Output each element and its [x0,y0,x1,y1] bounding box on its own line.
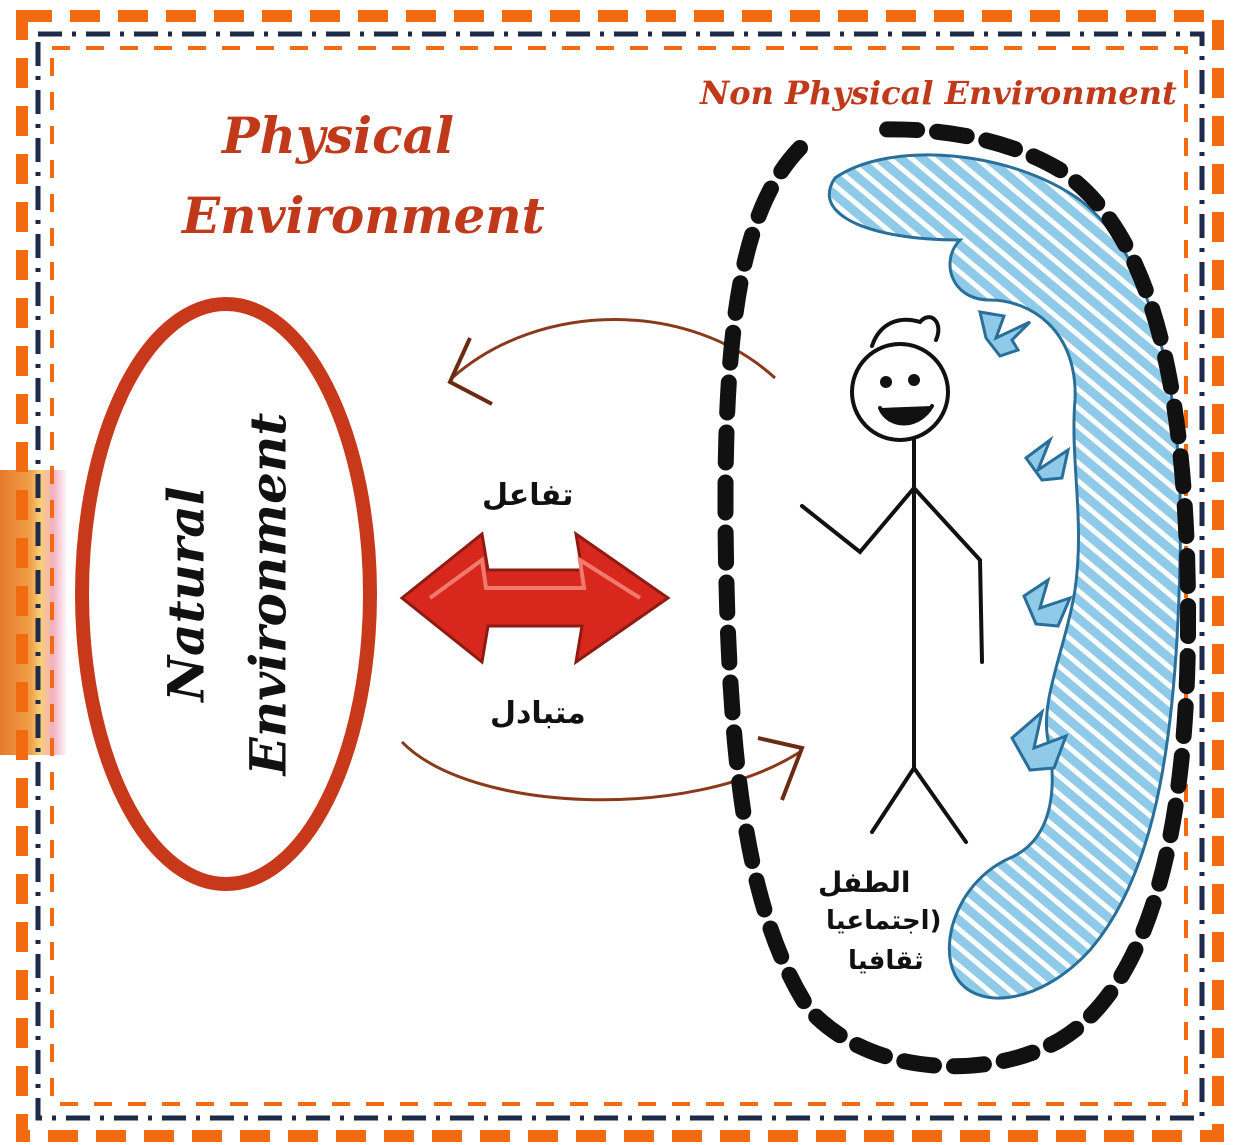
child-label-line3: ثقافيا [848,946,924,976]
curved-arrow-bottom [400,740,801,802]
influence-arrow-3 [1022,576,1073,628]
child-eye-right [908,374,920,386]
child-label-line1: الطفل [818,866,911,899]
double-arrow-shine [428,555,642,600]
outer-frame [16,10,1224,1142]
child-label-line2: (اجتماعيا [826,906,942,936]
child-hair [870,315,941,348]
child-smile [878,404,934,426]
physical-environment-title-line1: Physical [222,106,454,165]
double-arrow [399,530,671,666]
child-leg-right [912,766,968,844]
natural-environment-label-line1: Natural [156,486,216,702]
child-arm-left [800,486,916,555]
influence-arrow-1 [978,310,1032,358]
influence-arrow-4 [1010,707,1069,772]
child-eye-left [880,376,892,388]
natural-environment-label-line2: Environment [238,412,298,776]
child-stick-figure [800,315,984,844]
mutual-label: متبادل [490,696,586,731]
curved-arrow-bottom-head [757,736,805,801]
curved-arrow-top-head [447,337,493,406]
physical-environment-title-line2: Environment [182,186,545,245]
non-physical-environment-title: Non Physical Environment [700,74,1177,112]
child-head [850,342,950,442]
interaction-label: تفاعل [482,478,574,513]
cloud-influence-arrows [978,310,1073,772]
influence-arrow-2 [1023,435,1071,482]
child-leg-left [870,766,916,834]
child-boundary-dashed [717,121,1197,1075]
child-arm-right [912,486,984,664]
natural-environment-ellipse [75,297,377,891]
decorative-side-strip [0,470,68,755]
